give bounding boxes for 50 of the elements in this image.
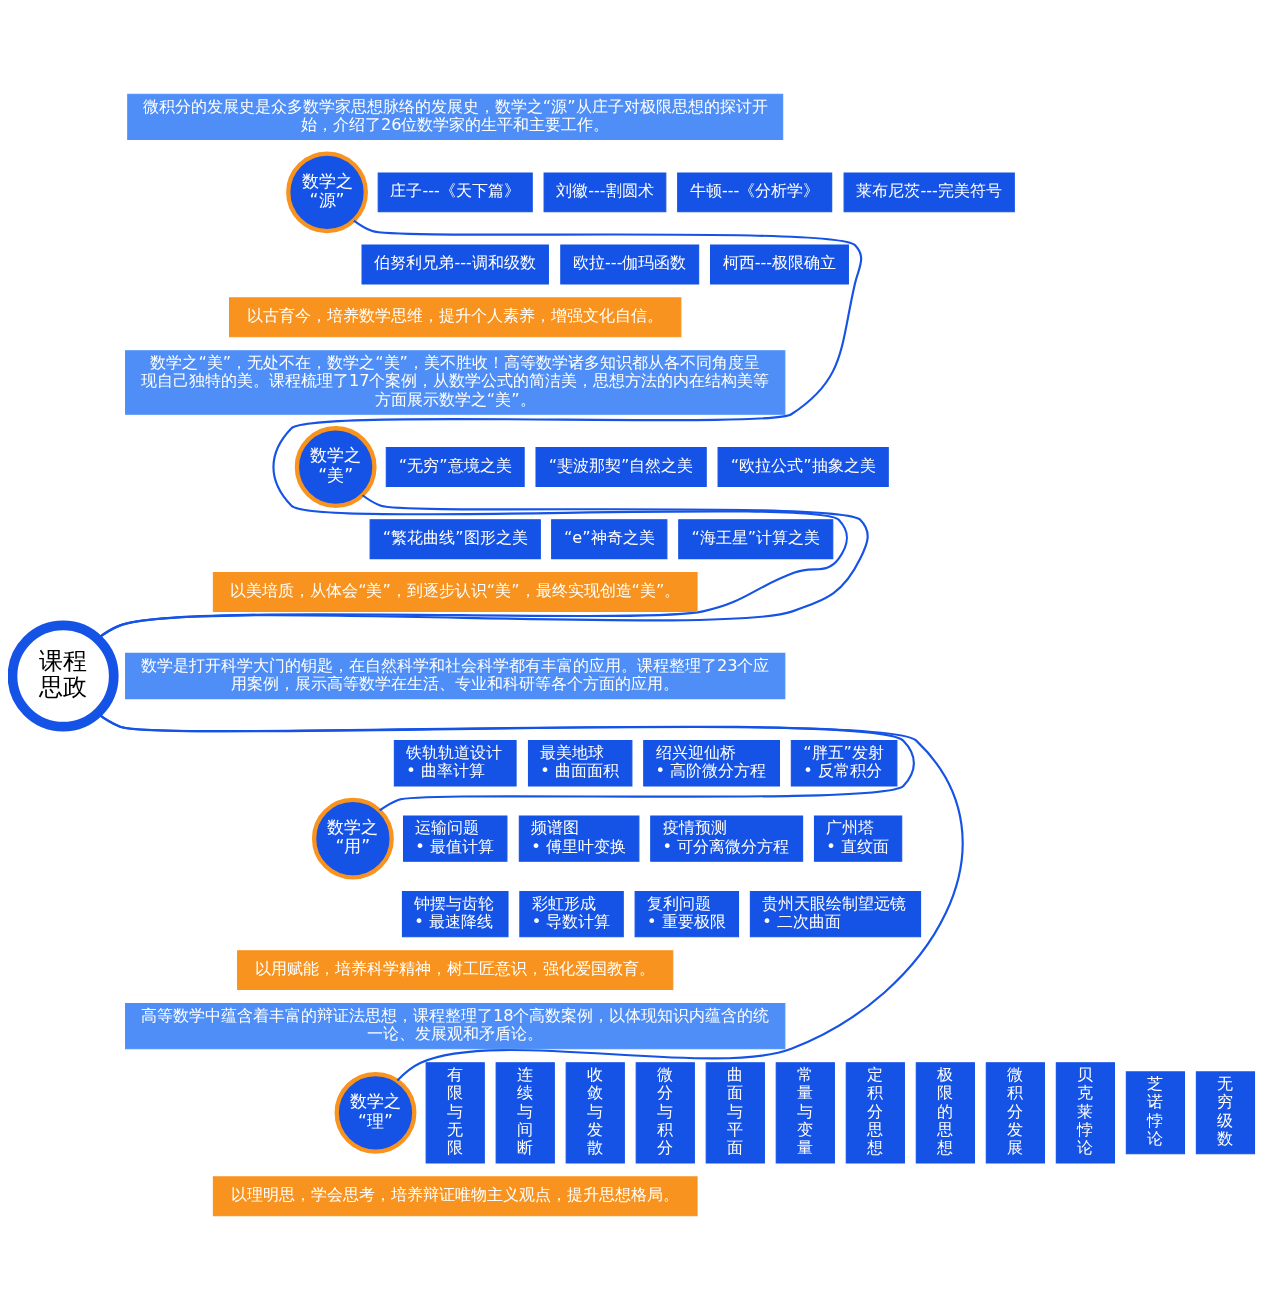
node-box: 广州塔 • 直纹面 bbox=[813, 815, 903, 862]
node-box: 柯西---极限确立 bbox=[710, 244, 849, 285]
node-box: 庄子---《天下篇》 bbox=[377, 172, 533, 213]
node-circle: 数学之“源” bbox=[286, 151, 368, 234]
node-box: 微积分的发展史是众多数学家思想脉络的发展史，数学之“源”从庄子对极限思想的探讨开始，介绍了26位数学家的生平和主要工作。 bbox=[127, 93, 784, 141]
node-circle: 数学之“美” bbox=[294, 426, 377, 508]
node-box: 常量与变量 bbox=[775, 1062, 835, 1164]
node-box: “无穷”意境之美 bbox=[385, 447, 525, 487]
node-box: 贵州天眼绘制望远镜 • 二次曲面 bbox=[749, 890, 922, 938]
node-circle: 数学之“用” bbox=[311, 797, 394, 880]
node-box: 收敛与发散 bbox=[565, 1062, 625, 1164]
node-box: 频谱图 • 傅里叶变换 bbox=[518, 815, 640, 862]
node-box: 极限的思想 bbox=[915, 1062, 975, 1164]
node-box: 复利问题 • 重要极限 bbox=[634, 890, 740, 938]
node-box: 芝诺悖论 bbox=[1125, 1071, 1186, 1155]
node-circle: 课程思政 bbox=[8, 620, 119, 732]
node-box: 以古育今，培养数学思维，提升个人素养，增强文化自信。 bbox=[229, 297, 682, 338]
node-box: “欧拉公式”抽象之美 bbox=[717, 447, 889, 487]
node-box: 高等数学中蕴含着丰富的辩证法思想，课程整理了18个高数案例，以体现知识内蕴含的统一论、发展观和矛盾论。 bbox=[125, 1002, 786, 1050]
node-box: 微积分发展 bbox=[985, 1062, 1045, 1164]
node-box: “胖五”发射 • 反常积分 bbox=[790, 740, 898, 787]
node-box: 刘徽---割圆术 bbox=[543, 172, 667, 213]
node-box: 莱布尼茨---完美符号 bbox=[843, 172, 1015, 213]
node-box: 连续与间断 bbox=[495, 1062, 555, 1164]
node-box: 定积分思想 bbox=[845, 1062, 905, 1164]
node-box: “斐波那契”自然之美 bbox=[535, 447, 707, 487]
node-box: “e”神奇之美 bbox=[551, 519, 668, 560]
node-box: 牛顿---《分析学》 bbox=[677, 172, 833, 213]
node-box: 绍兴迎仙桥 • 高阶微分方程 bbox=[643, 740, 780, 787]
node-box: 以美培质，从体会“美”，到逐步认识“美”，最终实现创造“美”。 bbox=[212, 572, 698, 612]
node-box: “繁花曲线”图形之美 bbox=[369, 519, 541, 560]
node-box: 钟摆与齿轮 • 最速降线 bbox=[401, 890, 509, 938]
node-box: 数学之“美”，无处不在，数学之“美”，美不胜收！高等数学诸多知识都从各不同角度呈现自己独特的美。课程梳理了17个案例，从数学公式的简洁美，思想方法的内在结构美等方面展示数学之“美”。 bbox=[125, 350, 786, 415]
node-box: 最美地球 • 曲面面积 bbox=[527, 740, 633, 787]
node-box: 运输问题 • 最值计算 bbox=[402, 815, 508, 862]
node-box: 以理明思，学会思考，培养辩证唯物主义观点，提升思想格局。 bbox=[212, 1176, 698, 1217]
node-box: 伯努利兄弟---调和级数 bbox=[361, 244, 549, 285]
node-box: 微分与积分 bbox=[635, 1062, 695, 1164]
node-box: 有限与无限 bbox=[425, 1062, 485, 1164]
node-box: “海王星”计算之美 bbox=[678, 519, 834, 560]
node-box: 贝克莱悖论 bbox=[1055, 1062, 1115, 1164]
node-box: 铁轨轨道设计 • 曲率计算 bbox=[393, 740, 517, 787]
node-circle: 数学之“理” bbox=[334, 1071, 417, 1154]
node-box: 彩虹形成 • 导数计算 bbox=[519, 890, 624, 938]
node-box: 无穷级数 bbox=[1195, 1071, 1256, 1155]
node-box: 疫情预测 • 可分离微分方程 bbox=[650, 815, 804, 862]
node-box: 数学是打开科学大门的钥匙，在自然科学和社会科学都有丰富的应用。课程整理了23个应用案例，展示高等数学在生活、专业和科研等各个方面的应用。 bbox=[125, 652, 786, 700]
node-box: 曲面与平面 bbox=[705, 1062, 765, 1164]
node-box: 欧拉---伽玛函数 bbox=[560, 244, 700, 285]
node-box: 以用赋能，培养科学精神，树工匠意识，强化爱国教育。 bbox=[237, 950, 674, 990]
